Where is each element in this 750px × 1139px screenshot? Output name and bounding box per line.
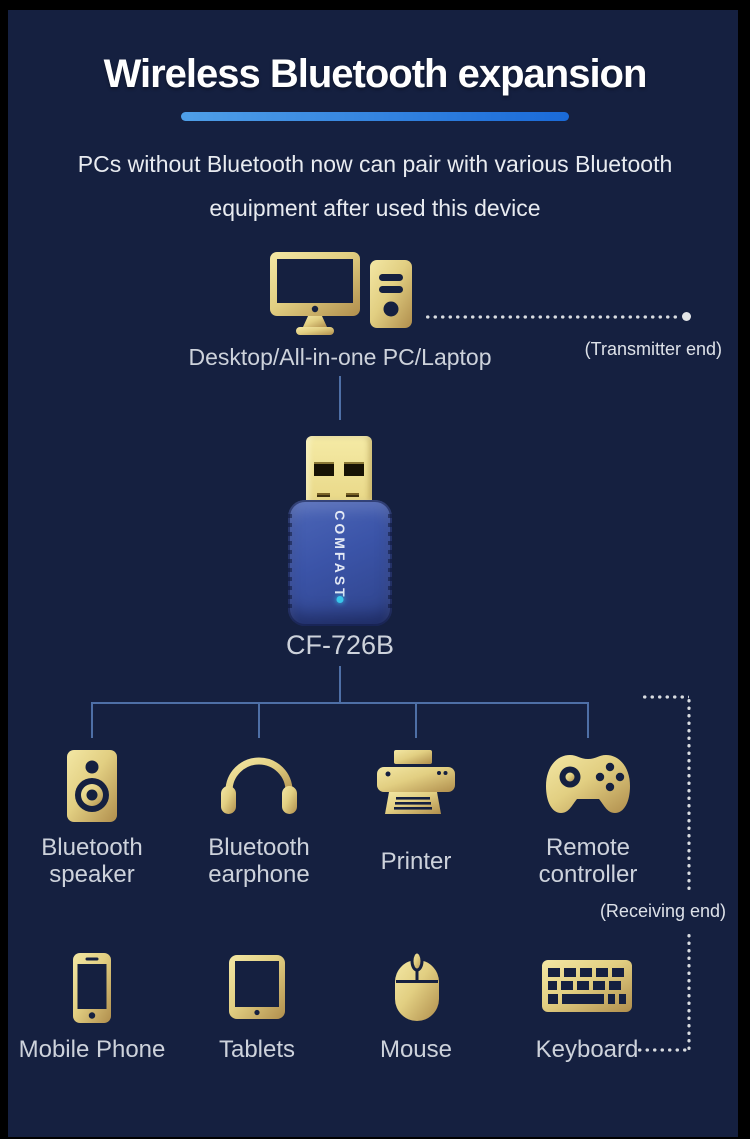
device-label-earphone: Bluetooth earphone xyxy=(174,833,344,889)
label-line: Bluetooth xyxy=(208,834,310,861)
label-line: earphone xyxy=(208,861,310,888)
transmitter-dotted-line xyxy=(424,315,680,319)
tablet-icon xyxy=(229,955,285,1019)
led-indicator xyxy=(336,596,344,603)
usb-plug xyxy=(306,436,372,502)
label-line: Remote xyxy=(545,834,631,861)
speaker-icon xyxy=(67,750,117,822)
bracket-vertical-dotted-line-upper xyxy=(687,697,691,893)
usb-slot xyxy=(317,493,330,497)
transmitter-end-label: (Transmitter end) xyxy=(584,339,722,359)
usb-slot xyxy=(346,493,359,497)
device-label-controller: Remote controller xyxy=(503,833,673,889)
title-underline xyxy=(181,112,569,121)
connector-line-top xyxy=(339,376,341,420)
usb-adapter: COMFAST xyxy=(278,436,402,630)
brand-label: COMFAST xyxy=(332,510,348,601)
label-line: Printer xyxy=(380,847,452,875)
tree-horizontal-line xyxy=(92,702,589,704)
device-label-tablets: Tablets xyxy=(218,1036,296,1063)
transmitter-device-label: Desktop/All-in-one PC/Laptop xyxy=(188,344,492,370)
gamepad-icon xyxy=(546,755,630,813)
transmitter-line-end-dot xyxy=(682,312,691,321)
tree-drop-1 xyxy=(91,702,93,738)
keyboard-icon xyxy=(542,960,632,1012)
desktop-pc-icon xyxy=(270,252,412,335)
tree-drop-4 xyxy=(587,702,589,738)
bracket-vertical-dotted-line-lower xyxy=(687,932,691,1050)
mouse-icon xyxy=(395,951,439,1021)
printer-icon xyxy=(377,750,455,814)
label-line: speaker xyxy=(49,861,135,888)
device-label-printer: Printer xyxy=(331,833,501,889)
usb-contact xyxy=(314,462,334,476)
adapter-body: COMFAST xyxy=(288,500,392,626)
device-label-mouse: Mouse xyxy=(379,1036,453,1063)
subtitle-line1: PCs without Bluetooth now can pair with … xyxy=(77,151,673,177)
phone-icon xyxy=(73,953,111,1023)
subtitle-line2: equipment after used this device xyxy=(209,195,541,221)
headphone-icon xyxy=(221,757,297,814)
device-label-mobile-phone: Mobile Phone xyxy=(18,1036,166,1063)
tree-drop-3 xyxy=(415,702,417,738)
tree-drop-2 xyxy=(258,702,260,738)
label-line: Bluetooth xyxy=(41,834,143,861)
receiving-end-label: (Receiving end) xyxy=(599,901,726,921)
bracket-bottom-dotted-line xyxy=(636,1048,688,1052)
device-label-keyboard: Keyboard xyxy=(535,1036,639,1063)
bracket-top-dotted-line xyxy=(641,695,689,699)
adapter-model-label: CF-726B xyxy=(285,630,395,660)
label-line: controller xyxy=(538,861,638,888)
connector-line-bottom xyxy=(339,666,341,704)
device-label-speaker: Bluetooth speaker xyxy=(7,833,177,889)
usb-contact xyxy=(344,462,364,476)
page-title: Wireless Bluetooth expansion xyxy=(103,52,648,96)
